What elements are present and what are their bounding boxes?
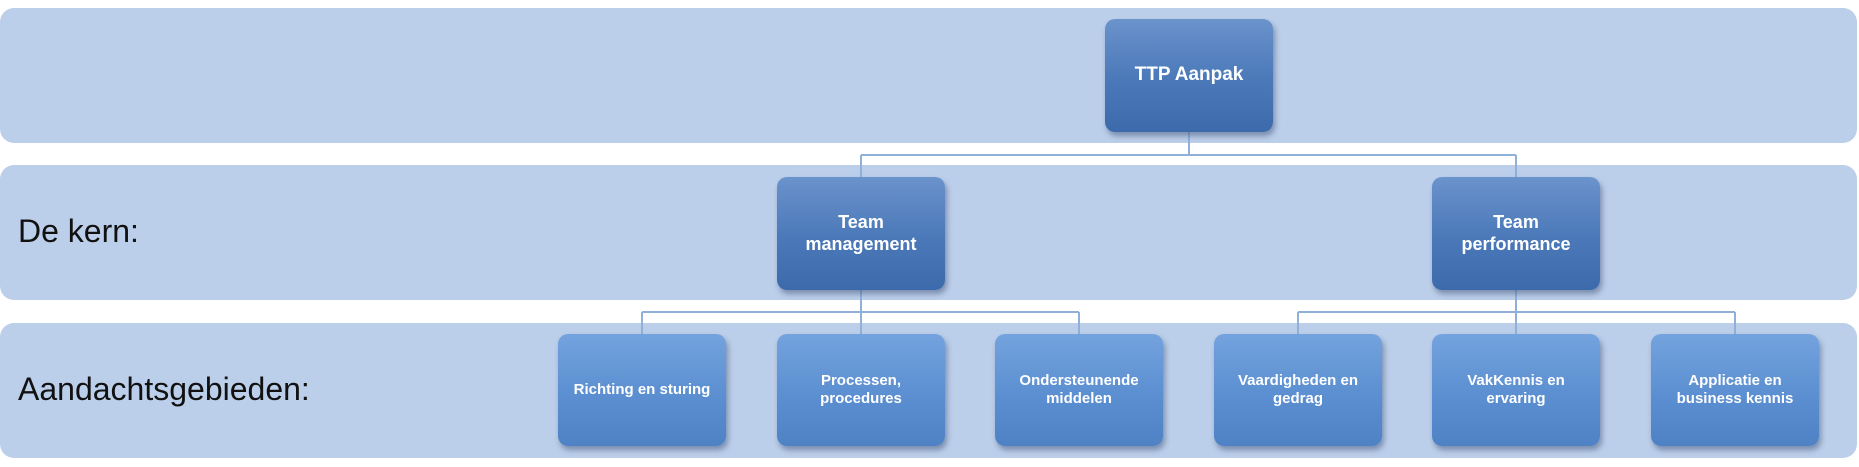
node-processen-procedures[interactable]: Processen, procedures <box>777 334 945 446</box>
band-label-focus-areas: Aandachtsgebieden: <box>18 371 310 407</box>
node-label: Vaardigheden en gedrag <box>1237 372 1359 407</box>
node-label: VakKennis en ervaring <box>1467 372 1565 407</box>
node-label: Applicatie en business kennis <box>1676 372 1794 407</box>
node-team-management[interactable]: Team management <box>777 177 945 290</box>
node-label: Team performance <box>1461 211 1571 254</box>
band-top <box>0 8 1857 143</box>
node-team-performance[interactable]: Team performance <box>1432 177 1600 290</box>
node-label: TTP Aanpak <box>1134 64 1244 86</box>
node-ttp-aanpak[interactable]: TTP Aanpak <box>1105 19 1273 132</box>
node-vakkennis-en-ervaring[interactable]: VakKennis en ervaring <box>1432 334 1600 446</box>
node-label: Team management <box>805 211 917 254</box>
node-label: Richting en sturing <box>573 381 711 398</box>
node-label: Ondersteunende middelen <box>1019 372 1139 407</box>
node-vaardigheden-en-gedrag[interactable]: Vaardigheden en gedrag <box>1214 334 1382 446</box>
node-label: Processen, procedures <box>820 372 902 407</box>
node-richting-en-sturing[interactable]: Richting en sturing <box>558 334 726 446</box>
band-label-core: De kern: <box>18 213 139 249</box>
node-ondersteunende-middelen[interactable]: Ondersteunende middelen <box>995 334 1163 446</box>
node-applicatie-en-business-kennis[interactable]: Applicatie en business kennis <box>1651 334 1819 446</box>
